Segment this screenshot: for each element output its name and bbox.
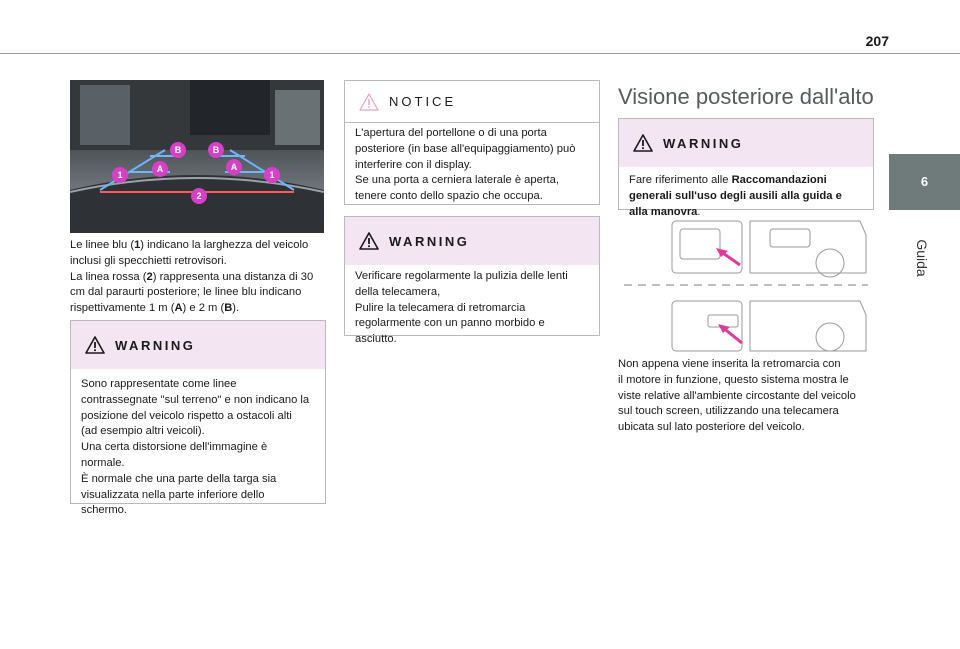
photo-markers: B B A A 1 1 2 [112, 142, 280, 204]
notice-body: L'apertura del portellone o di una porta… [345, 123, 599, 213]
warning-title: WARNING [663, 135, 744, 151]
notice-title: NOTICE [389, 94, 457, 109]
warning-title: WARNING [389, 233, 470, 249]
warning-triangle-icon [359, 232, 379, 250]
camera-arrow-bottom [718, 324, 743, 345]
header-rule [0, 53, 960, 54]
caption-line: inclusi gli specchietti retrovisori. [70, 254, 227, 267]
marker-label: 2 [196, 191, 201, 201]
notice-triangle-icon [359, 92, 379, 111]
warning-box-middle: WARNING Verificare regolarmente la puliz… [344, 216, 600, 345]
warning-line: schermo. [81, 504, 128, 517]
warning-line: Pulire la telecamera di retromarcia [355, 301, 526, 314]
warning-line: posizione del veicolo rispetto a ostacol… [81, 409, 292, 422]
warning-text-end: . [697, 205, 701, 218]
warning-line: Sono rappresentate come linee [81, 378, 237, 390]
warning-reference-link[interactable]: Raccomandazioni generali sull'uso degli … [629, 174, 842, 218]
warning-box-right: WARNING Fare riferimento alle Raccomanda… [618, 118, 874, 218]
marker-1-left [112, 167, 128, 183]
page-number: 207 [865, 33, 889, 49]
marker-label: B [175, 145, 182, 155]
marker-label: B [213, 145, 220, 155]
camera-arrow-top [716, 248, 741, 267]
warning-triangle-icon [85, 336, 105, 354]
caption-line: cm dal paraurti posteriore; le linee blu… [70, 286, 302, 299]
warning-title: WARNING [115, 337, 196, 353]
warning-line: Verificare regolarmente la pulizia delle… [355, 270, 568, 282]
warning-triangle-icon [633, 134, 653, 152]
marker-2 [191, 188, 207, 204]
photo-caption: Le linee blu (1) indicano la larghezza d… [70, 238, 330, 317]
warning-line: Una certa distorsione dell'immagine è [81, 441, 268, 454]
notice-line: L'apertura del portellone o di una porta [355, 127, 547, 139]
warning-header: WARNING [71, 321, 325, 369]
chapter-label: Guida [914, 239, 930, 277]
notice-line: posteriore (in base all'equipaggiamento)… [355, 142, 576, 155]
warning-line: asciutto. [355, 333, 397, 346]
marker-label: A [231, 162, 238, 172]
body-line: il motore in funzione, questo sistema mo… [618, 373, 849, 386]
warning-line: È normale che una parte della targa sia [81, 472, 277, 485]
rear-camera-photo: B B A A 1 1 2 [70, 80, 324, 233]
caption-line: rispettivamente 1 m (A) e 2 m (B). [70, 302, 240, 315]
notice-line: Se una porta a cerniera laterale è apert… [355, 174, 559, 187]
warning-body: Verificare regolarmente la pulizia delle… [345, 265, 599, 356]
section-title: Visione posteriore dall'alto [618, 84, 874, 109]
marker-label: 1 [269, 170, 274, 180]
marker-a-left [152, 161, 168, 177]
overview-paragraph: Non appena viene inserita la retromarcia… [618, 357, 880, 436]
warning-header: WARNING [345, 217, 599, 265]
warning-line: della telecamera, [355, 285, 441, 298]
warning-header: WARNING [619, 119, 873, 167]
rear-camera-location-diagram [624, 220, 868, 352]
notice-line: interferire con il display. [355, 158, 472, 171]
warning-line: visualizzata nella parte inferiore dello [81, 488, 265, 501]
body-line: Non appena viene inserita la retromarcia… [618, 358, 841, 370]
body-line: ubicata sul lato posteriore del veicolo. [618, 421, 805, 434]
warning-line: contrassegnate "sul terreno" e non indic… [81, 393, 310, 406]
marker-label: 1 [117, 170, 122, 180]
caption-line: La linea rossa (2) rappresenta una dista… [70, 270, 314, 283]
body-line: sul touch screen, utilizzando una teleca… [618, 405, 839, 418]
chapter-tab[interactable]: 6 [889, 154, 960, 210]
notice-box: NOTICE L'apertura del portellone o di un… [344, 80, 600, 205]
marker-b-right [208, 142, 224, 158]
warning-text: Fare riferimento alle [629, 174, 732, 186]
caption-line: Le linee blu (1) indicano la larghezza d… [70, 239, 309, 251]
warning-line: regolarmente con un panno morbido e [355, 317, 545, 330]
warning-box-left: WARNING Sono rappresentate come linee co… [70, 320, 326, 516]
marker-b-left [170, 142, 186, 158]
warning-line: (ad esempio altri veicoli). [81, 425, 205, 438]
body-line: viste relative all'ambiente circostante … [618, 389, 856, 402]
warning-body: Sono rappresentate come linee contrasseg… [71, 369, 325, 527]
warning-line: normale. [81, 456, 125, 469]
marker-1-right [264, 167, 280, 183]
marker-a-right [226, 159, 242, 175]
warning-body: Fare riferimento alle Raccomandazioni ge… [619, 167, 873, 228]
notice-line: tenere conto dello spazio che occupa. [355, 190, 543, 203]
marker-label: A [157, 164, 164, 174]
camera-view-graphic [70, 80, 324, 233]
notice-header: NOTICE [345, 81, 599, 123]
